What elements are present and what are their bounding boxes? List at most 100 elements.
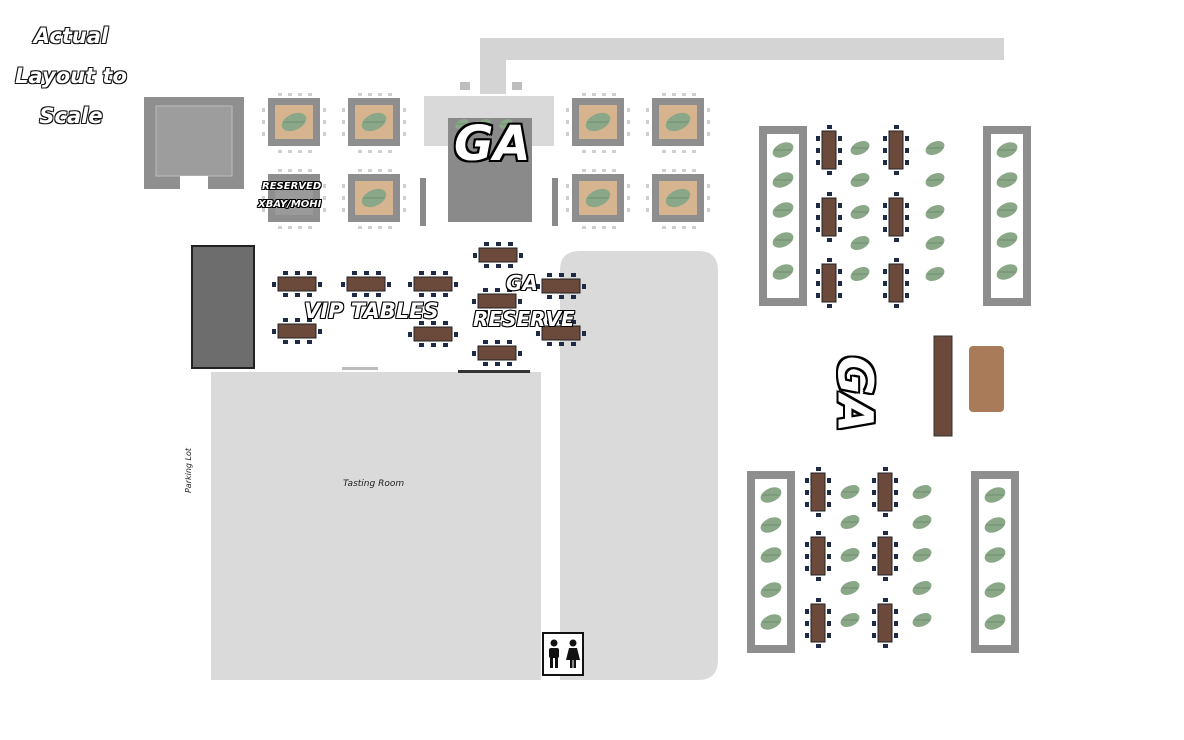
table-icon xyxy=(883,258,909,308)
post xyxy=(460,82,470,90)
plant-icon xyxy=(925,172,945,188)
plant-icon xyxy=(984,487,1006,503)
walkway-vertical xyxy=(480,38,506,94)
layout-note: Actual Layout to Scale xyxy=(14,23,127,128)
plant-icon xyxy=(760,582,782,598)
plaza-slab xyxy=(560,251,718,680)
table-icon xyxy=(816,125,842,175)
tasting-room-label: Tasting Room xyxy=(343,479,405,489)
plant-icon xyxy=(499,119,513,129)
plant-icon xyxy=(840,612,860,628)
plant-icon xyxy=(760,517,782,533)
plant-icon xyxy=(760,614,782,630)
table-icon xyxy=(883,125,909,175)
ga-reserve-label-line1: GA xyxy=(506,271,538,295)
plant-icon xyxy=(984,614,1006,630)
top-left-building xyxy=(144,97,244,190)
table-icon xyxy=(872,531,898,581)
plant-icon xyxy=(585,188,611,208)
table-icon xyxy=(408,321,458,347)
plant-icon xyxy=(840,514,860,530)
tasting-room-building xyxy=(211,372,541,680)
plant-icon xyxy=(912,547,932,563)
plant-icon xyxy=(996,232,1018,248)
plant-icon xyxy=(772,172,794,188)
table-icon xyxy=(805,467,831,517)
table-icon xyxy=(341,271,391,297)
table-icon xyxy=(872,598,898,648)
plant-icon xyxy=(477,119,491,129)
table-icon xyxy=(536,273,586,299)
planter-box xyxy=(262,169,326,229)
plant-icon xyxy=(996,172,1018,188)
man-icon xyxy=(548,639,559,668)
plant-icon xyxy=(772,142,794,158)
table-icon xyxy=(536,320,586,346)
table-icon xyxy=(272,318,322,344)
plant-icon xyxy=(912,484,932,500)
plant-icon xyxy=(984,582,1006,598)
planter-box xyxy=(342,169,406,229)
reserved-label-line2: XBAY/MOHI xyxy=(258,199,322,210)
planter-box xyxy=(646,169,710,229)
plant-icon xyxy=(925,204,945,220)
plant-icon xyxy=(912,580,932,596)
plant-icon xyxy=(840,580,860,596)
walkway-horizontal xyxy=(480,38,1004,60)
planter-box xyxy=(566,93,630,153)
plant-icon xyxy=(925,140,945,156)
table-icon xyxy=(816,192,842,242)
storage-block xyxy=(191,245,255,369)
plant-icon xyxy=(925,266,945,282)
planter-box xyxy=(566,169,630,229)
reserved-label-line1: RESERVED xyxy=(262,181,322,192)
bar-counter-top xyxy=(969,346,1004,412)
planter-box xyxy=(262,93,326,153)
plant-icon xyxy=(850,266,870,282)
plant-icon xyxy=(996,264,1018,280)
plant-icon xyxy=(772,264,794,280)
planter-box xyxy=(342,93,406,153)
table-icon xyxy=(872,467,898,517)
plant-icon xyxy=(996,202,1018,218)
plant-icon xyxy=(840,547,860,563)
plant-icon xyxy=(850,204,870,220)
plant-icon xyxy=(850,140,870,156)
plant-icon xyxy=(772,202,794,218)
plant-icon xyxy=(996,142,1018,158)
plant-icon xyxy=(585,112,611,132)
table-icon xyxy=(408,271,458,297)
plant-icon xyxy=(361,112,387,132)
table-icon xyxy=(472,288,522,314)
vip-tables-label: VIP TABLES xyxy=(304,299,439,323)
plant-icon xyxy=(760,547,782,563)
table-icon xyxy=(805,598,831,648)
plant-icon xyxy=(840,484,860,500)
table-icon xyxy=(816,258,842,308)
table-icon xyxy=(883,192,909,242)
ga-top-label: GA xyxy=(454,116,531,172)
entry-marker xyxy=(342,367,378,370)
restroom-icon xyxy=(542,632,584,676)
plant-icon xyxy=(925,235,945,251)
plant-icon xyxy=(361,188,387,208)
plant-icon xyxy=(665,188,691,208)
planter-box xyxy=(646,93,710,153)
post xyxy=(512,82,522,90)
bar-counter xyxy=(933,335,953,437)
plant-icon xyxy=(850,235,870,251)
plant-icon xyxy=(912,514,932,530)
woman-icon xyxy=(565,639,580,668)
entry-marker xyxy=(458,370,530,373)
plant-icon xyxy=(772,232,794,248)
ga-reserve-label-line2: RESERVE xyxy=(473,307,575,331)
table-icon xyxy=(473,242,523,268)
table-icon xyxy=(805,531,831,581)
plant-icon xyxy=(912,612,932,628)
table-icon xyxy=(272,271,322,297)
ga-right-label: GA xyxy=(826,355,883,433)
plant-icon xyxy=(455,119,469,129)
plant-icon xyxy=(984,517,1006,533)
table-icon xyxy=(472,340,522,366)
